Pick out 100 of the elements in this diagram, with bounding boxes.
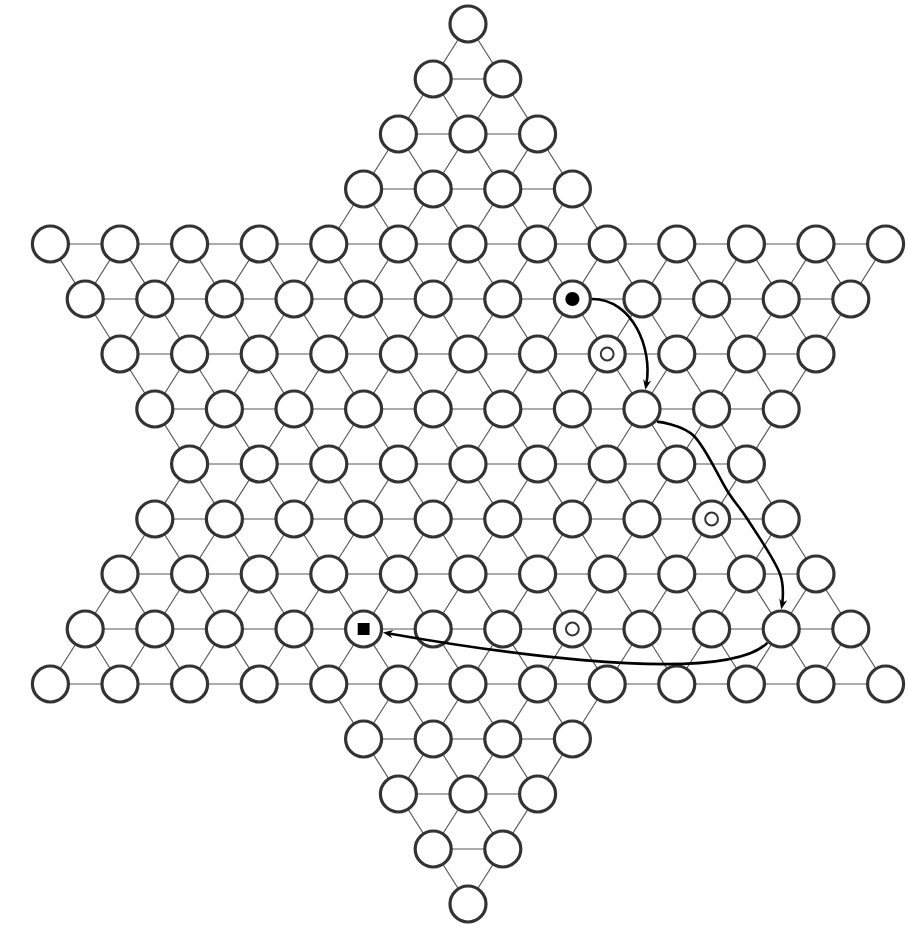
board-hole: [309, 444, 349, 484]
board-hole: [587, 334, 627, 374]
board-hole: [796, 664, 836, 704]
board-hole: [448, 114, 488, 154]
board-hole: [518, 114, 558, 154]
board-hole: [761, 499, 801, 539]
board-hole: [483, 59, 523, 99]
board-hole: [587, 224, 627, 264]
board-hole: [726, 334, 766, 374]
board-hole: [344, 719, 384, 759]
board-hole: [622, 499, 662, 539]
board-hole: [692, 389, 732, 429]
board-hole: [692, 279, 732, 319]
board-hole: [448, 884, 488, 924]
board-hole: [170, 224, 210, 264]
board-hole: [309, 664, 349, 704]
board-hole: [448, 224, 488, 264]
board-hole: [378, 664, 418, 704]
board-hole: [692, 499, 732, 539]
board-hole: [204, 609, 244, 649]
board-hole: [309, 224, 349, 264]
board-hole: [135, 389, 175, 429]
board-hole: [344, 169, 384, 209]
board-hole: [239, 334, 279, 374]
board-hole: [518, 444, 558, 484]
board-hole: [483, 389, 523, 429]
board-hole: [587, 664, 627, 704]
board-hole: [413, 609, 453, 649]
board-hole: [483, 609, 523, 649]
board-hole: [448, 774, 488, 814]
board-hole: [170, 334, 210, 374]
board-hole: [413, 169, 453, 209]
board-hole: [413, 389, 453, 429]
board-hole: [100, 664, 140, 704]
board-hole: [413, 279, 453, 319]
board-hole: [448, 4, 488, 44]
board-hole: [378, 774, 418, 814]
board-hole: [135, 279, 175, 319]
board-hole: [552, 389, 592, 429]
board-hole: [796, 554, 836, 594]
board-hole: [483, 169, 523, 209]
board-hole: [170, 444, 210, 484]
board-hole: [518, 774, 558, 814]
board-hole: [866, 224, 906, 264]
board-hole: [657, 444, 697, 484]
board-hole: [692, 609, 732, 649]
board-hole: [657, 224, 697, 264]
board-hole: [65, 279, 105, 319]
board-hole: [622, 389, 662, 429]
board-hole: [831, 609, 871, 649]
board-hole: [518, 554, 558, 594]
board-hole: [657, 334, 697, 374]
board-hole: [587, 444, 627, 484]
board-hole: [30, 224, 70, 264]
board-hole: [100, 334, 140, 374]
board-hole: [552, 279, 592, 319]
board-hole: [761, 389, 801, 429]
board-hole: [796, 224, 836, 264]
board-hole: [204, 499, 244, 539]
board-hole: [135, 609, 175, 649]
board-hole: [344, 279, 384, 319]
board-hole: [622, 609, 662, 649]
board-hole: [831, 279, 871, 319]
board-hole: [657, 664, 697, 704]
board-hole: [448, 444, 488, 484]
board-hole: [274, 609, 314, 649]
board-hole: [309, 554, 349, 594]
board-hole: [587, 554, 627, 594]
board-hole: [413, 829, 453, 869]
board-hole: [483, 719, 523, 759]
board-hole: [100, 224, 140, 264]
board-hole: [239, 224, 279, 264]
board-hole: [622, 279, 662, 319]
board-hole: [239, 554, 279, 594]
board-hole: [204, 389, 244, 429]
board-hole: [796, 334, 836, 374]
board-hole: [483, 829, 523, 869]
board-hole: [378, 554, 418, 594]
board-hole: [726, 444, 766, 484]
board-hole: [204, 279, 244, 319]
board-hole: [448, 554, 488, 594]
board-hole: [483, 279, 523, 319]
board-hole: [309, 334, 349, 374]
board-hole: [413, 59, 453, 99]
board-hole: [726, 664, 766, 704]
board-hole: [552, 499, 592, 539]
board-hole: [170, 664, 210, 704]
board-hole: [413, 719, 453, 759]
board-hole: [448, 334, 488, 374]
board-hole: [761, 609, 801, 649]
board-hole: [518, 224, 558, 264]
board-hole: [413, 499, 453, 539]
board-hole: [344, 499, 384, 539]
board-hole: [344, 609, 384, 649]
board-hole: [657, 554, 697, 594]
board-hole: [448, 664, 488, 704]
board-hole: [378, 114, 418, 154]
board-hole: [866, 664, 906, 704]
board-hole: [552, 609, 592, 649]
board-hole: [483, 499, 523, 539]
